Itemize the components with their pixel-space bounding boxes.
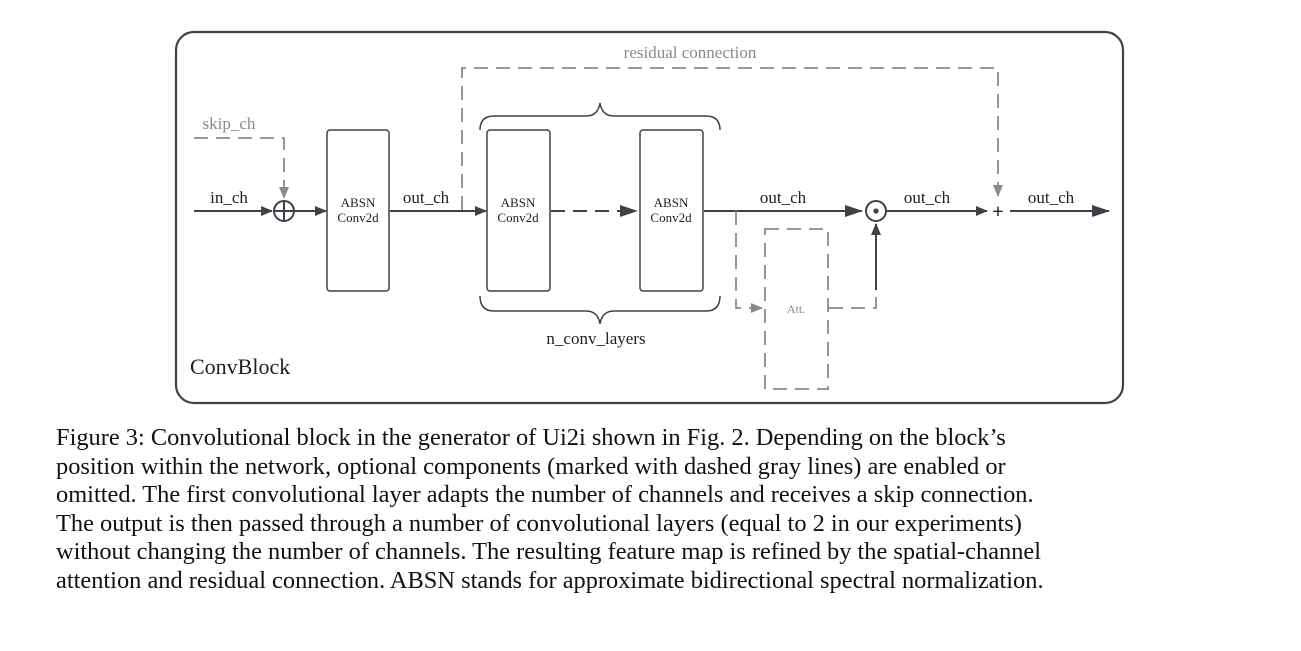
caption-line-3: omitted. The first convolutional layer a… <box>56 481 1034 509</box>
convblock-frame <box>174 30 1125 405</box>
convblock-diagram: ConvBlock residual connection skip_ch in… <box>174 30 1125 405</box>
out-ch-label-1: out_ch <box>403 188 450 207</box>
n-conv-layers-label: n_conv_layers <box>546 329 645 348</box>
caption-line-4: The output is then passed through a numb… <box>56 509 1022 537</box>
out-ch-label-2: out_ch <box>760 188 807 207</box>
circled-plus-icon <box>273 200 295 222</box>
conv-box-3-line1: ABSN <box>654 195 689 210</box>
top-brace <box>479 102 721 131</box>
out-ch-label-4: out_ch <box>1028 188 1075 207</box>
circled-dot-icon <box>865 200 887 222</box>
residual-connection-label: residual connection <box>624 43 757 62</box>
convblock-label: ConvBlock <box>190 354 290 379</box>
plus-sign: + <box>992 201 1003 223</box>
in-ch-label: in_ch <box>210 188 248 207</box>
skip-connection-line <box>194 137 289 199</box>
conv-box-1 <box>326 129 390 292</box>
attention-box <box>764 228 829 390</box>
conv-box-2-line1: ABSN <box>501 195 536 210</box>
skip-ch-label: skip_ch <box>203 114 256 133</box>
caption-line-5: without changing the number of channels.… <box>56 538 1042 566</box>
out-ch-label-3: out_ch <box>904 188 951 207</box>
conv-box-1-line2: Conv2d <box>337 210 379 225</box>
figure-caption: Figure 3: Convolutional block in the gen… <box>56 424 1256 596</box>
conv-box-2-line2: Conv2d <box>497 210 539 225</box>
conv-box-3-line2: Conv2d <box>650 210 692 225</box>
caption-line-2: position within the network, optional co… <box>56 452 1006 480</box>
residual-connection-line <box>461 67 1003 210</box>
attention-label: Att. <box>787 302 805 316</box>
attention-output-line <box>829 290 877 309</box>
conv-box-3 <box>639 129 704 292</box>
conv-box-1-line1: ABSN <box>341 195 376 210</box>
caption-line-1: Figure 3: Convolutional block in the gen… <box>56 424 1006 451</box>
caption-line-6: attention and residual connection. ABSN … <box>56 566 1044 594</box>
bottom-brace <box>479 295 721 325</box>
attention-input-line <box>735 211 763 313</box>
conv-box-2 <box>486 129 551 292</box>
